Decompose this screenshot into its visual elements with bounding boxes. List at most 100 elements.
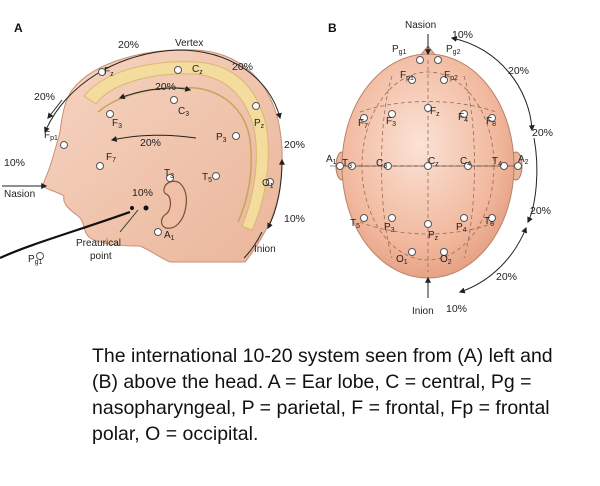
top-electrode-label-pz: Pz xyxy=(428,230,439,242)
top-electrode-label-fz: Fz xyxy=(430,106,440,118)
side-electrode-label-pg1: Pg1 xyxy=(28,254,43,266)
side-inner-measure xyxy=(118,85,192,100)
top-electrode-fp1 xyxy=(408,76,416,84)
inion-label-b: Inion xyxy=(412,306,434,317)
top-electrode-t3 xyxy=(348,162,356,170)
side-electrode-o1 xyxy=(266,178,274,186)
side-electrode-t5 xyxy=(212,172,220,180)
top-electrode-label-a1: A1 xyxy=(326,154,337,166)
pct-top-r3: 20% xyxy=(530,205,551,217)
top-electrode-fp2 xyxy=(440,76,448,84)
side-electrode-label-a1: A1 xyxy=(164,230,175,242)
side-electrode-label-pz: Pz xyxy=(254,118,265,130)
nasion-label-b: Nasion xyxy=(405,20,436,31)
side-electrode-t3 xyxy=(166,174,174,182)
top-electrode-label-pg1: Pg1 xyxy=(392,44,407,56)
side-electrode-label-p3: P3 xyxy=(216,132,227,144)
top-electrode-label-c4: C4 xyxy=(460,156,471,168)
top-arc-2 xyxy=(527,137,538,224)
top-electrode-label-f4: F4 xyxy=(458,112,468,124)
preaurical-dot xyxy=(143,205,149,211)
pct-side-ear: 10% xyxy=(132,187,153,199)
side-electrode-label-c3: C3 xyxy=(178,106,189,118)
top-electrode-pg1 xyxy=(416,56,424,64)
top-electrode-p3 xyxy=(388,214,396,222)
top-electrode-label-t3: T3 xyxy=(342,158,352,170)
top-electrode-label-p4: P4 xyxy=(456,222,467,234)
top-electrode-f7 xyxy=(360,114,368,122)
side-outer-arc xyxy=(44,49,282,134)
pct-side-top-back: 20% xyxy=(232,61,253,73)
top-electrode-a2 xyxy=(514,162,522,170)
top-electrode-o2 xyxy=(440,248,448,256)
pct-top-top: 10% xyxy=(452,29,473,41)
side-electrode-label-fz: Fz xyxy=(104,66,114,78)
side-electrode-a1 xyxy=(154,228,162,236)
side-electrode-label-t3: T3 xyxy=(164,168,174,180)
inion-label-a: Inion xyxy=(254,244,276,255)
nasion-label-a: Nasion xyxy=(4,189,35,200)
side-electrode-fz xyxy=(98,68,106,76)
preaurical-label-2: point xyxy=(90,251,112,262)
top-electrode-label-f7: F7 xyxy=(358,118,368,130)
side-electrode-cz xyxy=(174,66,182,74)
panel-label-b: B xyxy=(328,21,337,35)
top-electrode-label-pg2: Pg2 xyxy=(446,44,461,56)
top-electrode-label-fp1: Fp1 xyxy=(400,70,414,82)
top-electrode-t6 xyxy=(488,214,496,222)
side-electrode-label-t5: T5 xyxy=(202,172,212,184)
panel-label-a: A xyxy=(14,21,23,35)
pct-side-left-lower: 10% xyxy=(4,157,25,169)
pg-needle xyxy=(0,210,131,259)
side-electrode-label-f3: F3 xyxy=(112,118,122,130)
top-electrode-c3 xyxy=(384,162,392,170)
top-electrode-p4 xyxy=(460,214,468,222)
pct-side-inner-mid: 20% xyxy=(140,137,161,149)
figure-caption: The international 10-20 system seen from… xyxy=(92,345,553,445)
top-electrode-t5 xyxy=(360,214,368,222)
top-electrode-pg2 xyxy=(434,56,442,64)
top-electrode-f3 xyxy=(388,110,396,118)
pct-side-right-low: 10% xyxy=(284,213,305,225)
side-mid-measure xyxy=(110,134,197,142)
top-electrode-label-a2: A2 xyxy=(518,154,529,166)
top-electrode-c4 xyxy=(464,162,472,170)
top-arc-3 xyxy=(458,226,528,294)
side-arc-tick xyxy=(47,99,63,119)
pct-top-r2: 20% xyxy=(532,127,553,139)
side-electrode-label-o1: O1 xyxy=(262,178,274,190)
pct-side-right-mid: 20% xyxy=(284,139,305,151)
vertex-label: Vertex xyxy=(175,38,203,49)
top-electrode-label-c3: C3 xyxy=(376,158,387,170)
side-electrode-c3 xyxy=(170,96,178,104)
side-inion-arc xyxy=(243,231,263,259)
side-skull-band xyxy=(83,61,269,231)
side-lower-arc xyxy=(267,158,285,230)
top-electrode-label-t6: T6 xyxy=(484,216,494,228)
top-electrode-o1 xyxy=(408,248,416,256)
side-electrode-f7 xyxy=(96,162,104,170)
preaurical-leader xyxy=(119,209,139,233)
side-electrode-pg1 xyxy=(36,252,44,260)
top-electrode-label-p3: P3 xyxy=(384,222,395,234)
side-electrode-pz xyxy=(252,102,260,110)
top-electrode-f4 xyxy=(460,110,468,118)
side-electrode-fp1 xyxy=(60,141,68,149)
top-electrode-label-t4: T4 xyxy=(492,156,502,168)
top-electrode-label-o1: O1 xyxy=(396,254,408,266)
top-electrode-pz xyxy=(424,220,432,228)
pct-top-bottom-right: 20% xyxy=(496,271,517,283)
side-electrode-f3 xyxy=(106,110,114,118)
side-electrode-label-f7: F7 xyxy=(106,152,116,164)
side-electrode-label-cz: Cz xyxy=(192,64,203,76)
pct-side-inner-top: 20% xyxy=(155,81,176,93)
pct-side-top-front: 20% xyxy=(118,39,139,51)
pct-top-bottom: 10% xyxy=(446,303,467,315)
side-electrode-p3 xyxy=(232,132,240,140)
top-electrode-label-f3: F3 xyxy=(386,116,396,128)
top-electrode-f8 xyxy=(488,114,496,122)
preaurical-dot-2 xyxy=(130,206,134,210)
top-arc-1 xyxy=(450,36,535,132)
top-electrode-label-f8: F8 xyxy=(486,116,496,128)
